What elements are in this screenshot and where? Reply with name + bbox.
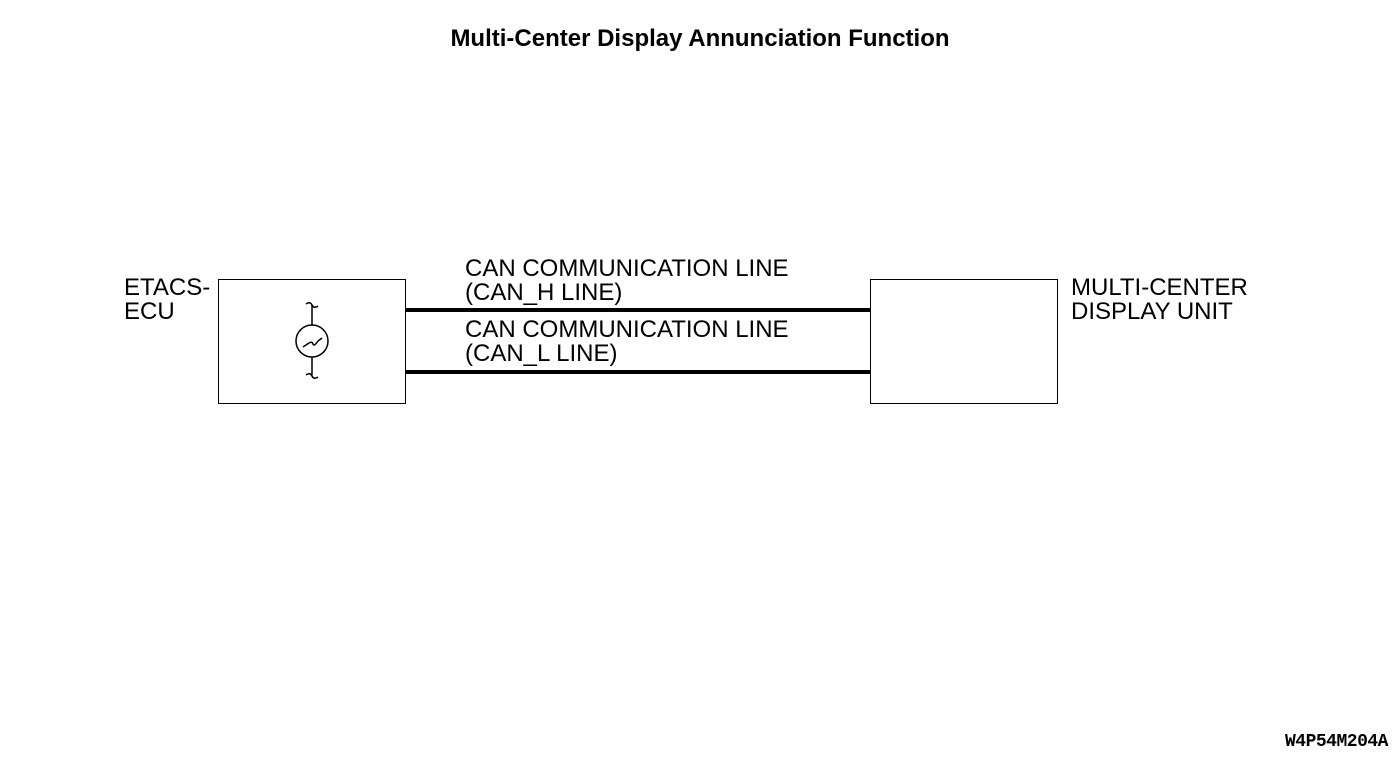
multi-center-display-label-line2: DISPLAY UNIT: [1071, 298, 1233, 325]
etacs-ecu-box: [218, 279, 406, 404]
multi-center-display-box: [870, 279, 1058, 404]
etacs-ecu-label: ETACS- ECU: [124, 276, 210, 324]
can-h-line-label-line2: (CAN_H LINE): [465, 279, 623, 306]
figure-code: W4P54M204A: [1284, 732, 1389, 752]
diagram-title: Multi-Center Display Annunciation Functi…: [450, 25, 950, 52]
can-l-wire: [405, 370, 871, 374]
can-h-line-label: CAN COMMUNICATION LINE (CAN_H LINE): [465, 257, 789, 305]
multi-center-display-label-line1: MULTI-CENTER: [1071, 274, 1248, 301]
can-l-line-label-line1: CAN COMMUNICATION LINE: [465, 316, 789, 343]
can-l-line-label: CAN COMMUNICATION LINE (CAN_L LINE): [465, 318, 789, 366]
multi-center-display-label: MULTI-CENTER DISPLAY UNIT: [1071, 276, 1248, 324]
switch-icon: [295, 302, 329, 380]
can-h-line-label-line1: CAN COMMUNICATION LINE: [465, 255, 789, 282]
etacs-ecu-label-line2: ECU: [124, 298, 175, 325]
can-l-line-label-line2: (CAN_L LINE): [465, 340, 618, 367]
can-h-wire: [405, 308, 871, 312]
etacs-ecu-label-line1: ETACS-: [124, 274, 211, 301]
